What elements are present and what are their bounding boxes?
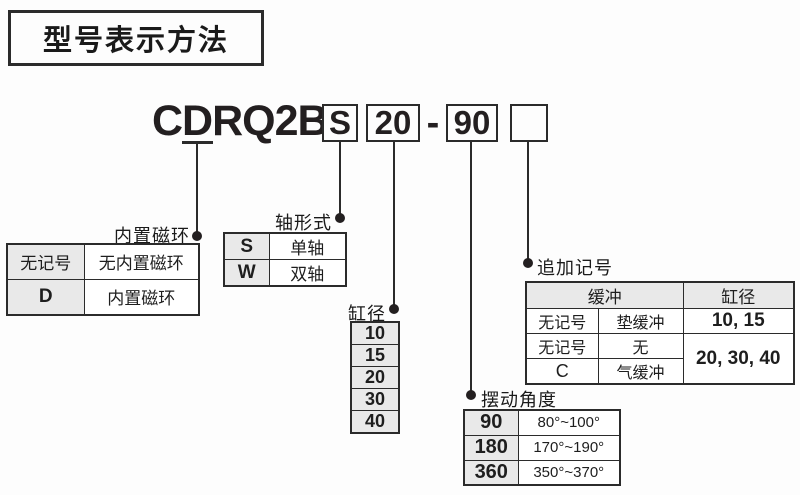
suffix-code-none-2: 无记号 (525, 333, 599, 359)
connector-dot-angle (466, 390, 476, 400)
table-row: 无记号 垫缓冲 10, 15 (525, 308, 795, 334)
bore-value: 15 (350, 344, 400, 367)
page-title: 型号表示方法 (42, 25, 229, 57)
table-row: W 双轴 (223, 259, 347, 287)
shaft-desc-w: 双轴 (268, 259, 347, 287)
bore-value: 30 (350, 388, 400, 411)
magnet-desc-none: 无内置磁环 (83, 243, 200, 280)
angle-code-180: 180 (463, 434, 519, 461)
bore-label: 缸径 (348, 304, 386, 324)
angle-table: 90 80°~100° 180 170°~190° 360 350°~370° (463, 409, 621, 486)
table-row: D 内置磁环 (6, 278, 200, 316)
table-row: 90 80°~100° (463, 409, 621, 436)
angle-code-90: 90 (463, 409, 519, 436)
suffix-header-cushion: 缓冲 (525, 281, 684, 309)
model-suffix-box-empty (510, 104, 548, 142)
table-row: 360 350°~370° (463, 459, 621, 486)
suffix-type-air: 气缓冲 (597, 358, 684, 385)
magnet-desc-d: 内置磁环 (83, 278, 200, 316)
suffix-code-none-1: 无记号 (525, 308, 599, 334)
magnet-code-d: D (6, 278, 85, 316)
table-row: 40 (350, 410, 400, 434)
connector-line-angle (470, 142, 472, 391)
suffix-bore-large: 20, 30, 40 (682, 333, 795, 385)
model-base-underline (182, 141, 213, 144)
shaft-desc-s: 单轴 (268, 232, 347, 260)
table-row: S 单轴 (223, 232, 347, 260)
table-row: 15 (350, 344, 400, 367)
shaft-code-s: S (223, 232, 270, 260)
shaft-label: 轴形式 (275, 213, 332, 233)
angle-range-360: 350°~370° (517, 459, 621, 486)
angle-code-360: 360 (463, 459, 519, 486)
angle-range-90: 80°~100° (517, 409, 621, 436)
bore-value: 10 (350, 321, 400, 345)
table-row: 无记号 无内置磁环 (6, 243, 200, 280)
magnet-label: 内置磁环 (114, 226, 190, 246)
table-row: 20 (350, 366, 400, 389)
suffix-table: 缓冲 缸径 无记号 垫缓冲 10, 15 无记号 无 20, 30, 40 C … (525, 281, 795, 385)
model-dash: - (426, 101, 440, 144)
model-bore-box: 20 (366, 104, 420, 142)
suffix-type-pad: 垫缓冲 (597, 308, 684, 334)
bore-table: 10 15 20 30 40 (350, 321, 400, 434)
connector-line-magnet (196, 143, 198, 233)
table-row: 30 (350, 388, 400, 411)
suffix-label: 追加记号 (537, 258, 613, 278)
page-title-box: 型号表示方法 (8, 10, 264, 66)
table-row: C 气缓冲 (525, 358, 794, 385)
model-shaft-box: S (322, 104, 358, 142)
model-base-text: CDRQ2B (152, 97, 329, 145)
table-row: 缓冲 缸径 (525, 281, 795, 309)
table-row: 无记号 无 20, 30, 40 (525, 333, 795, 385)
connector-line-shaft (339, 142, 341, 215)
connector-line-bore (393, 142, 395, 305)
bore-value: 40 (350, 410, 400, 434)
connector-line-suffix (527, 142, 529, 259)
model-angle-box: 90 (446, 104, 498, 142)
connector-dot-shaft (335, 213, 345, 223)
suffix-header-bore: 缸径 (682, 281, 795, 309)
connector-dot-bore (389, 304, 399, 314)
angle-range-180: 170°~190° (517, 434, 621, 461)
magnet-code-none: 无记号 (6, 243, 85, 280)
shaft-code-w: W (223, 259, 270, 287)
angle-label: 摆动角度 (481, 390, 557, 410)
connector-dot-suffix (523, 258, 533, 268)
suffix-code-c: C (525, 358, 599, 385)
connector-dot-magnet (192, 231, 202, 241)
table-row: 10 (350, 321, 400, 345)
table-row: 180 170°~190° (463, 434, 621, 461)
shaft-table: S 单轴 W 双轴 (223, 232, 347, 287)
suffix-type-none: 无 (597, 333, 684, 359)
bore-value: 20 (350, 366, 400, 389)
magnet-table: 无记号 无内置磁环 D 内置磁环 (6, 243, 200, 316)
suffix-bore-small: 10, 15 (682, 308, 795, 334)
